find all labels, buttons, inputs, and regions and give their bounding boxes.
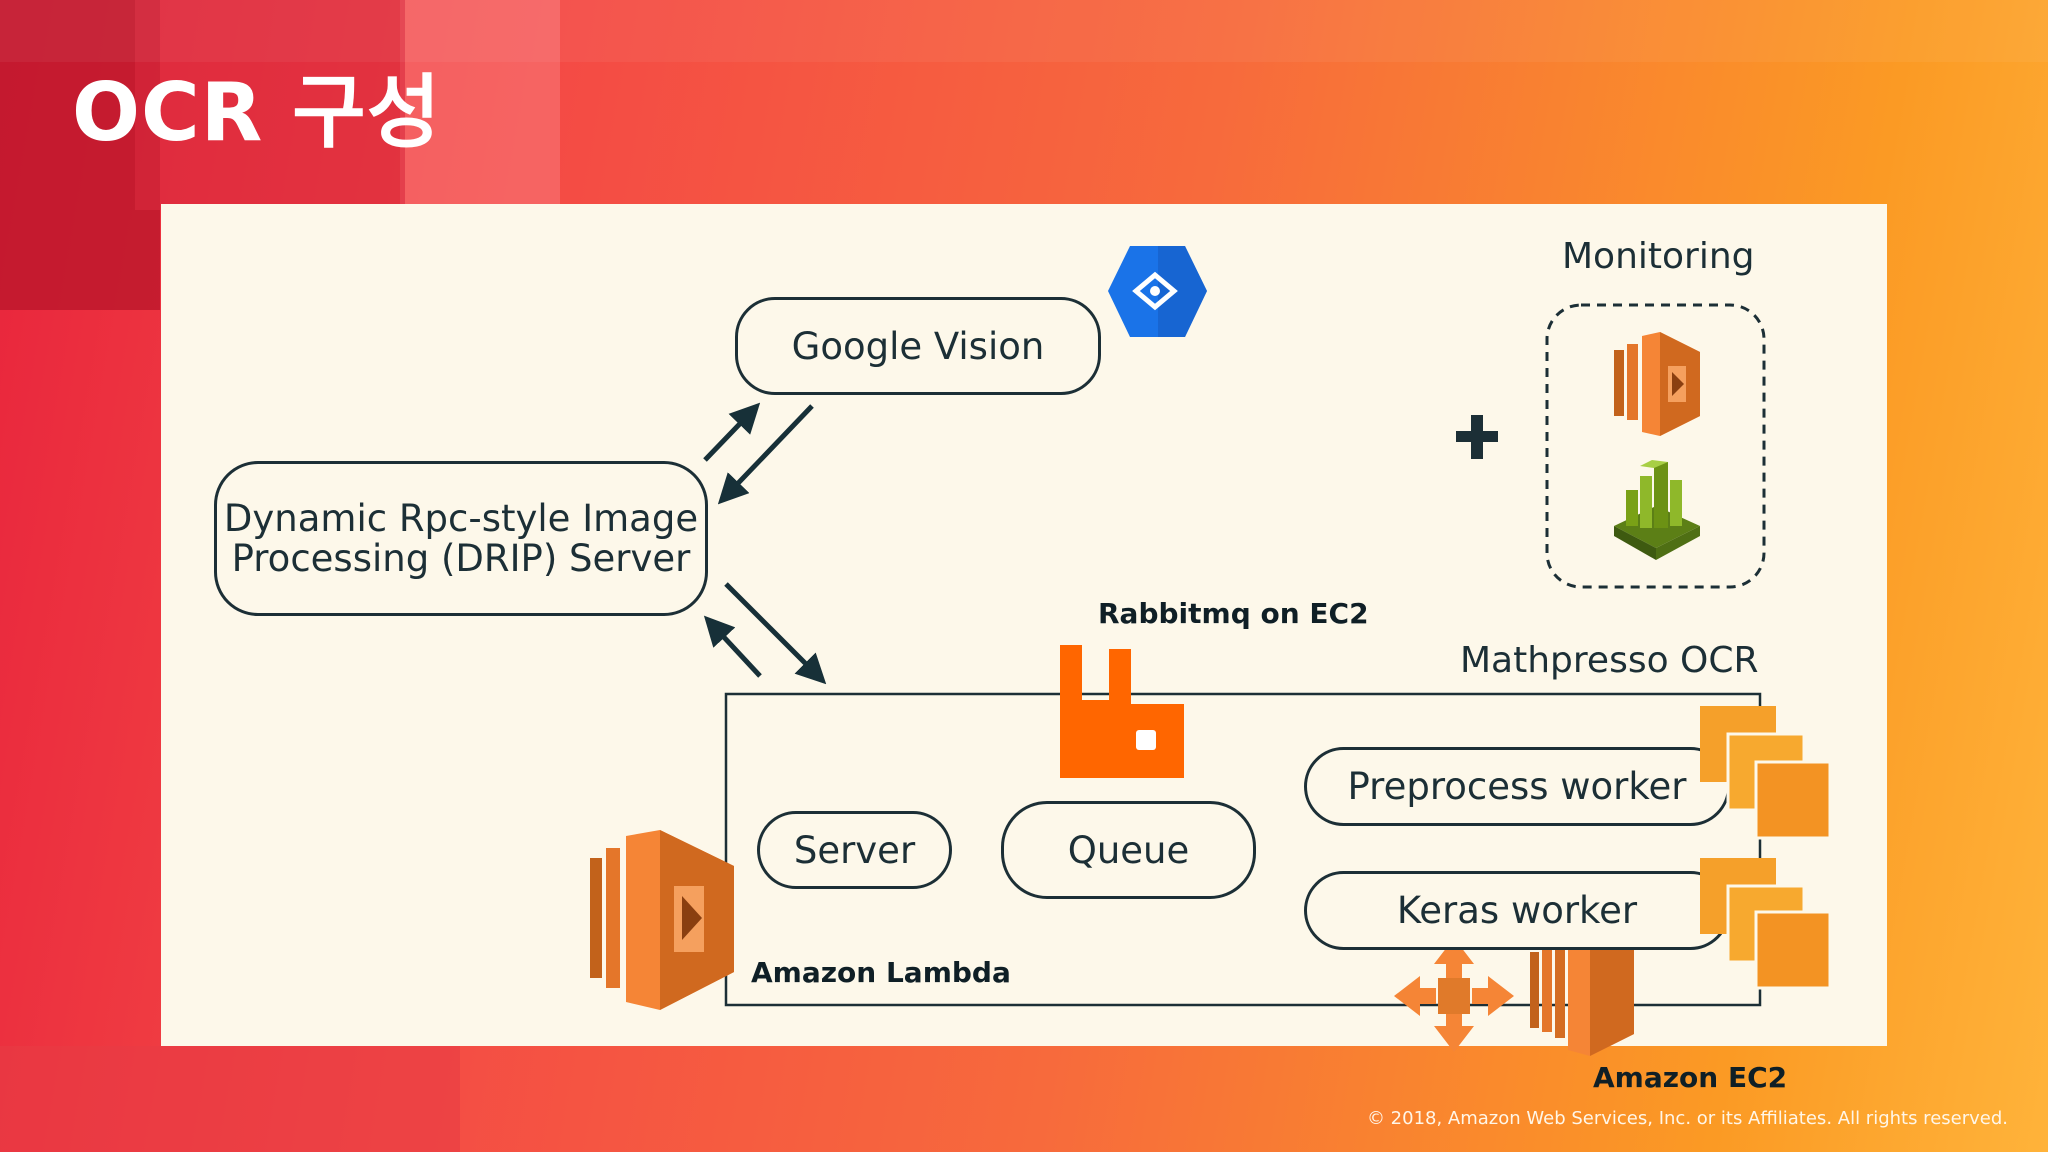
keras-worker-label: Keras worker (1396, 889, 1638, 932)
copyright-notice: © 2018, Amazon Web Services, Inc. or its… (1366, 1108, 2008, 1129)
drip-server-label-line1: Dynamic Rpc-style Image (223, 496, 699, 540)
server-node: Server (757, 811, 952, 889)
arrow-vision-to-drip (717, 404, 814, 505)
queue-node: Queue (1001, 801, 1256, 899)
bg-light-stripe (400, 0, 560, 210)
arrow-ocr-to-drip (703, 615, 762, 678)
arrow-drip-to-vision (703, 402, 761, 462)
drip-server-label-line2: Processing (DRIP) Server (231, 536, 691, 580)
google-vision-label: Google Vision (791, 324, 1045, 368)
google-vision-node: Google Vision (735, 297, 1101, 395)
amazon-ec2-label: Amazon EC2 (1593, 1061, 1788, 1094)
bg-band (0, 0, 2048, 62)
drip-server-node: Dynamic Rpc-style Image Processing (DRIP… (214, 461, 708, 616)
bg-bottom-stripe (0, 1046, 460, 1152)
page-title: OCR 구성 (72, 66, 442, 159)
amazon-lambda-label: Amazon Lambda (751, 956, 1011, 989)
keras-worker-node: Keras worker (1304, 871, 1730, 950)
plus-icon (1456, 415, 1498, 459)
rabbitmq-label: Rabbitmq on EC2 (1098, 597, 1369, 630)
queue-label: Queue (1067, 828, 1190, 872)
mathpresso-ocr-label: Mathpresso OCR (1460, 640, 1759, 681)
server-label: Server (793, 828, 916, 872)
monitoring-label: Monitoring (1562, 236, 1755, 277)
arrow-drip-to-ocr (724, 582, 827, 685)
bg-mid-stripe (135, 0, 405, 210)
bg-dark-block (0, 0, 160, 310)
monitoring-group-box (1545, 303, 1766, 589)
preprocess-worker-label: Preprocess worker (1347, 765, 1687, 808)
preprocess-worker-node: Preprocess worker (1304, 747, 1730, 826)
